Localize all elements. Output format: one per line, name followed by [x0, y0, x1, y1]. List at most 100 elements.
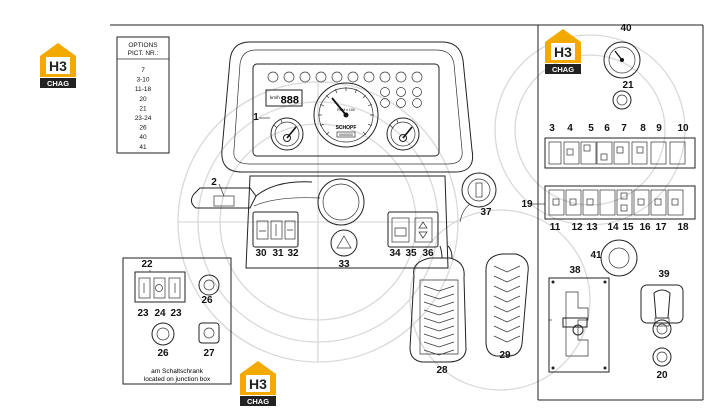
rocker-switch	[616, 189, 633, 216]
warning-lamp	[395, 71, 407, 83]
callout-40: 40	[620, 23, 632, 34]
switch-bar-lower-cells	[548, 189, 684, 216]
digital-display: km/h 888	[265, 89, 303, 107]
callout-1: 1	[253, 112, 259, 123]
svg-text:CHAG: CHAG	[552, 65, 574, 74]
logo-top-left: H3 CHAG	[40, 43, 76, 88]
warning-lamp	[396, 87, 406, 97]
callout-22: 22	[141, 259, 153, 270]
callout-16: 16	[639, 222, 651, 233]
options-item: 7	[141, 67, 145, 74]
rocker-switch	[650, 189, 667, 216]
callout-20: 20	[656, 370, 668, 381]
gauge-40	[603, 41, 641, 79]
callout-5: 5	[588, 123, 594, 134]
steering-column	[317, 178, 365, 226]
warning-lamp	[412, 98, 422, 108]
options-item: 40	[139, 134, 147, 141]
callout-36: 36	[422, 248, 434, 259]
warning-lamp	[412, 87, 422, 97]
lamp-20	[652, 347, 672, 367]
callout-9: 9	[656, 123, 662, 134]
switch-panel-left	[252, 211, 299, 248]
rocker-switch	[580, 141, 597, 165]
rocker-switch	[667, 189, 684, 216]
callout-11: 11	[550, 222, 561, 233]
shift-gate	[548, 277, 610, 373]
callout-24: 24	[154, 308, 166, 319]
rocker-switch	[669, 141, 686, 165]
callout-14: 14	[607, 222, 619, 233]
callout-35: 35	[405, 248, 417, 259]
callout-2: 2	[211, 177, 217, 188]
callout-12: 12	[571, 222, 583, 233]
switch-bar-lower	[544, 185, 696, 220]
leader-lines	[149, 117, 552, 321]
socket-26b	[151, 322, 175, 346]
rocker-switch	[563, 141, 580, 165]
options-subtitle: PICT. NR.:	[128, 50, 159, 57]
junction-note-de: am Schaltschrank	[151, 368, 203, 375]
rocker-switch	[565, 189, 582, 216]
callout-26: 26	[157, 348, 169, 359]
rocker-switch	[582, 189, 599, 216]
tachometer-gauge: RPM x 100 SCHOPF 0000000	[313, 82, 379, 148]
callout-33: 33	[338, 259, 350, 270]
options-item: 23-24	[135, 115, 152, 122]
logo-bottom: H3 CHAG	[240, 361, 276, 406]
options-item: 41	[139, 144, 147, 151]
tach-brand: SCHOPF	[336, 125, 357, 131]
callout-13: 13	[586, 222, 598, 233]
callout-3: 3	[549, 123, 555, 134]
junction-box-frame	[122, 257, 232, 385]
callout-41: 41	[590, 250, 602, 261]
callout-37: 37	[480, 207, 492, 218]
options-box: OPTIONS PICT. NR.: 73-1011-18202123-2426…	[116, 36, 170, 154]
accelerator-pedal	[409, 257, 467, 363]
right-small-gauge	[386, 117, 420, 151]
brake-pedal	[485, 253, 529, 357]
junction-note-en: located on junction box	[144, 376, 211, 383]
callout-17: 17	[655, 222, 667, 233]
options-item: 26	[139, 125, 147, 132]
warning-lamp	[380, 98, 390, 108]
logo-top-text: H3	[49, 58, 67, 74]
warning-lamp	[331, 71, 343, 83]
rocker-switch	[631, 141, 648, 165]
ignition-switch	[459, 172, 497, 223]
callout-6: 6	[604, 123, 610, 134]
callout-29: 29	[499, 350, 511, 361]
hazard-switch	[330, 229, 358, 257]
callout-21: 21	[622, 80, 634, 91]
knob-41	[600, 239, 638, 277]
callout-30: 30	[255, 248, 267, 259]
callout-4: 4	[567, 123, 573, 134]
warning-lamp-row	[267, 71, 423, 108]
dashboard-housing	[221, 41, 474, 173]
warning-lamp	[315, 71, 327, 83]
warning-lamp	[363, 71, 375, 83]
callout-39: 39	[658, 269, 670, 280]
square-27	[198, 322, 220, 344]
options-item: 3-10	[136, 77, 149, 84]
callout-27: 27	[203, 348, 215, 359]
rocker-switch	[548, 189, 565, 216]
rocker-switch	[650, 141, 667, 165]
rocker-switch	[548, 141, 562, 165]
svg-text:H3: H3	[249, 376, 267, 392]
rocker-switch	[599, 189, 616, 216]
tach-needle	[331, 97, 347, 116]
display-digits: 888	[281, 95, 299, 107]
options-item: 11-18	[135, 86, 152, 93]
switch-bar-upper	[544, 137, 696, 169]
warning-lamp	[283, 71, 295, 83]
callout-28: 28	[436, 365, 448, 376]
logo-top-right: H3 CHAG	[545, 29, 581, 74]
logo-bottom-text: CHAG	[47, 79, 69, 88]
pedal-stem-28	[439, 245, 453, 259]
callout-7: 7	[621, 123, 627, 134]
svg-text:H3: H3	[554, 44, 572, 60]
